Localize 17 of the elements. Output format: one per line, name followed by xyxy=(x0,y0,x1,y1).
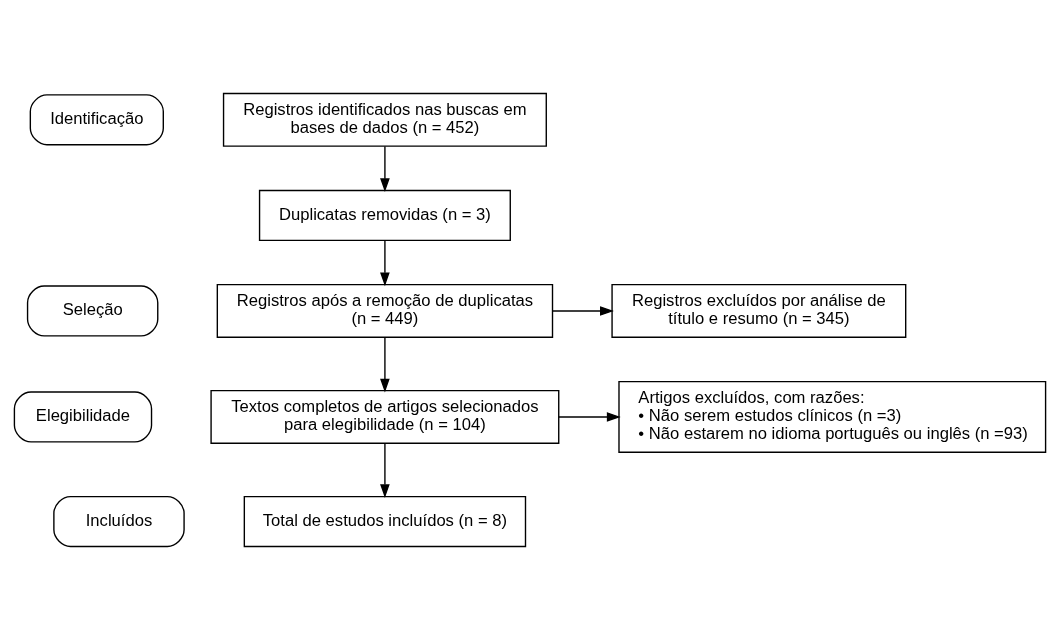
node-box: Textos completos de artigos selecionados para elegibilidade (n = 104) xyxy=(210,389,560,444)
node-box: Registros identificados nas buscas em bases de dados (n = 452) xyxy=(222,92,547,147)
node-box: Registros após a remoção de duplicatas (n = 449) xyxy=(216,283,554,338)
arrow xyxy=(558,411,621,422)
node-box: Registros excluídos por análise de título e resumo (n = 345) xyxy=(611,283,907,338)
arrow xyxy=(551,305,614,316)
arrow xyxy=(380,442,390,498)
arrow xyxy=(380,145,390,192)
node-box: Seleção xyxy=(26,284,159,337)
node-box: Duplicatas removidas (n = 3) xyxy=(258,189,511,241)
node-box: Total de estudos incluídos (n = 8) xyxy=(243,495,527,547)
node-box: Elegibilidade xyxy=(13,390,153,443)
arrow xyxy=(380,336,390,393)
arrow xyxy=(380,239,390,286)
node-box: Artigos excluídos, com razões: • Não serem estudos clínicos (n =3) • Não estarem no idioma português ou inglês (n =93) xyxy=(618,380,1047,453)
node-box: Incluídos xyxy=(53,495,185,547)
node-box: Identificação xyxy=(29,93,164,145)
